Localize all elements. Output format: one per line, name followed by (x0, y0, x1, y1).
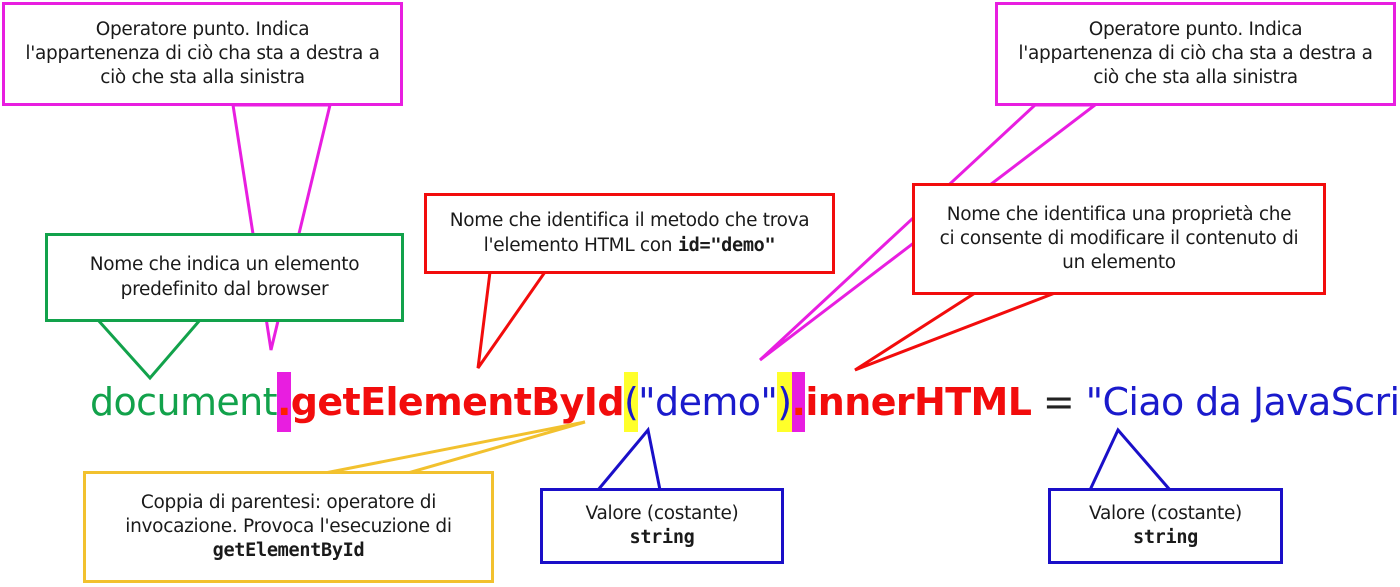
value-right-code: string (1132, 527, 1199, 548)
method-line-2-code: id="demo" (677, 234, 776, 256)
method-line-1: Nome che identifica il metodo che trova (449, 210, 810, 232)
code-statement: document.getElementById("demo").innerHTM… (90, 372, 1400, 432)
method-line-2-text: l'elemento HTML con (483, 234, 678, 256)
code-dot-operator-2: . (791, 372, 806, 432)
dot-left-line-1: Operatore punto. Indica (95, 18, 310, 40)
dot-left-line-3: ciò che sta alla sinistra (100, 67, 305, 89)
property-line-1: Nome che identifica una proprietà che (946, 203, 1292, 225)
callout-parens: Coppia di parentesi: operatore di invoca… (83, 471, 494, 583)
value-left-code: string (629, 527, 695, 548)
pointer-value-left (594, 426, 662, 492)
code-paren-close: ) (777, 372, 792, 432)
method-line-2: l'elemento HTML con id="demo" (450, 234, 810, 258)
callout-document: Nome che indica un elemento predefinito … (45, 233, 404, 322)
dot-left-line-2: l'appartenenza di ciò cha sta a destra a (25, 42, 380, 64)
code-string-value: "Ciao da JavaScript" (1085, 380, 1400, 424)
parens-line-3-code: getElementById (212, 540, 365, 562)
code-assign-operator: = (1031, 380, 1086, 424)
dot-right-line-3: ciò che sta alla sinistra (1093, 67, 1298, 89)
callout-value-left: Valore (costante) string (540, 488, 784, 564)
code-document: document (90, 380, 278, 424)
property-line-3: un elemento (1062, 252, 1176, 274)
code-paren-open: ( (623, 372, 639, 432)
document-line-1: Nome che indica un elemento (89, 254, 360, 276)
callout-dot-operator-left: Operatore punto. Indica l'appartenenza d… (2, 2, 403, 106)
code-property-name: innerHTML (805, 380, 1032, 424)
parens-line-2: invocazione. Provoca l'esecuzione di (125, 515, 452, 537)
pointer-document (94, 318, 204, 381)
callout-dot-operator-right: Operatore punto. Indica l'appartenenza d… (995, 2, 1396, 106)
parens-line-1: Coppia di parentesi: operatore di (140, 491, 437, 513)
callout-property: Nome che identifica una proprietà che ci… (912, 183, 1326, 295)
pointer-value-right (1087, 427, 1174, 492)
callout-value-right: Valore (costante) string (1048, 488, 1283, 564)
dot-right-line-2: l'appartenenza di ciò cha sta a destra a (1018, 42, 1373, 64)
code-argument: "demo" (638, 380, 778, 424)
value-right-label: Valore (costante) (1089, 502, 1242, 524)
callout-method: Nome che identifica il metodo che trova … (424, 193, 835, 274)
code-method-name: getElementById (290, 380, 625, 424)
dot-right-line-1: Operatore punto. Indica (1088, 18, 1303, 40)
code-dot-operator-1: . (276, 372, 291, 432)
value-left-label: Valore (costante) (585, 502, 739, 524)
pointer-property (854, 291, 1056, 372)
property-line-2: ci consente di modificare il contenuto d… (939, 227, 1299, 249)
pointer-method (476, 270, 548, 369)
document-line-2: predefinito dal browser (120, 278, 329, 300)
